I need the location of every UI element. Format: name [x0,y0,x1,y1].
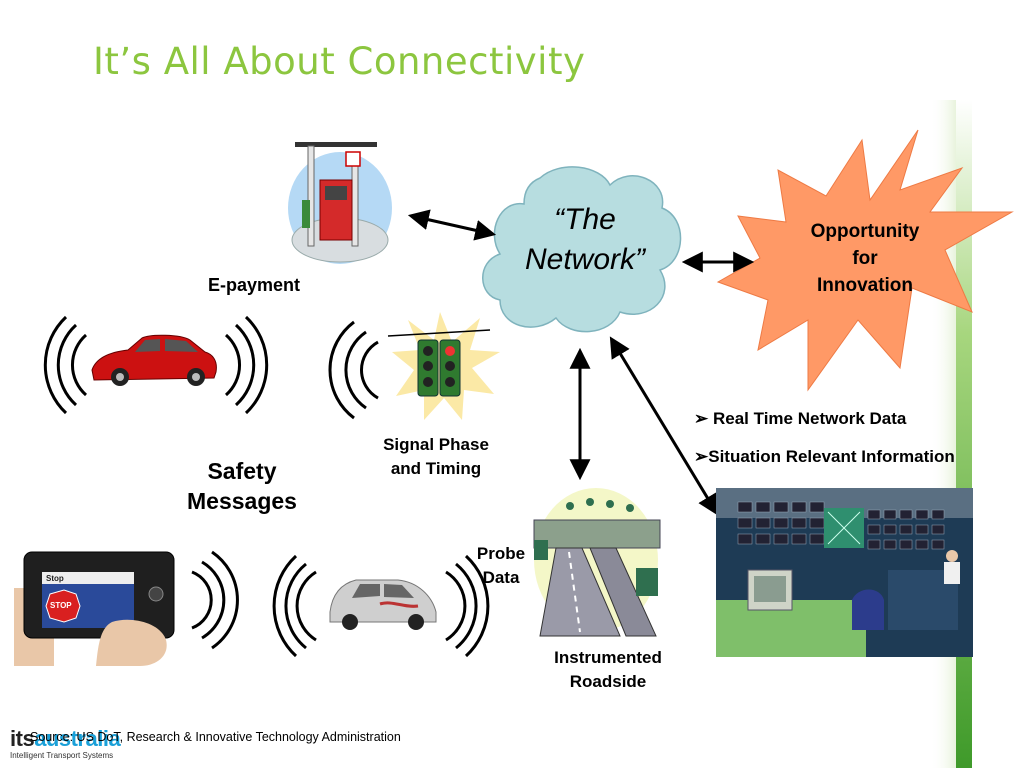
silver-car-signal-waves [272,554,490,658]
control-room-photo [716,488,973,657]
silver-car-icon [329,579,437,630]
safety-messages-label: Safety Messages [162,456,322,516]
bullet-situation: ➢Situation Relevant Information [694,447,955,467]
network-label-line1: “The [554,203,616,236]
bullet-arrow-icon: ➢ [694,447,709,466]
logo-its: its [10,726,35,751]
itsaustralia-logo: itsaustralia Intelligent Transport Syste… [10,726,121,761]
car-signal-waves [43,315,269,415]
probe-line1: Probe [476,544,526,563]
epayment-label: E-payment [207,275,301,295]
safety-line1: Safety [207,458,277,484]
phone-screen-text: Stop [46,574,64,583]
opportunity-label: Opportunity for Innovation [790,218,940,299]
instrumented-roadside-label: Instrumented Roadside [528,646,688,694]
bullet-real-time: ➢ Real Time Network Data [694,409,906,429]
signal-line2: and Timing [390,459,482,478]
traffic-light-signal-waves [328,320,379,420]
roadside-line2: Roadside [569,672,647,691]
probe-data-label: Probe Data [466,542,536,590]
handheld-device-icon [14,551,175,666]
red-car-icon [91,334,217,386]
logo-australia: australia [34,726,121,751]
logo-tagline: Intelligent Transport Systems [10,751,114,760]
opportunity-line2: for [852,248,878,269]
phone-stop-sign-text: STOP [50,601,72,610]
signal-phase-label: Signal Phase and Timing [360,433,512,481]
source-note: Source: US DoT, Research & Innovative Te… [30,730,401,744]
signal-line1: Signal Phase [383,435,489,454]
instrumented-roadside-icon [533,488,661,637]
probe-line2: Data [482,568,520,587]
opportunity-line3: Innovation [816,275,914,296]
opportunity-starburst [716,129,1014,392]
arrow-epayment-network [407,209,497,241]
network-label: “The Network” [500,200,670,280]
bullet-situation-text: Situation Relevant Information [708,447,955,466]
safety-line2: Messages [187,488,297,514]
gas-station-icon [288,142,392,264]
network-label-line2: Network” [524,243,645,276]
arrow-network-controlroom [609,336,719,516]
bullet-arrow-icon: ➢ [694,409,709,428]
traffic-light-icon [387,312,500,420]
opportunity-line1: Opportunity [810,221,920,242]
bullet-real-time-text: Real Time Network Data [712,409,907,428]
device-signal-waves [191,550,239,650]
roadside-line1: Instrumented [554,648,662,667]
slide-title: It’s All About Connectivity [93,40,586,83]
